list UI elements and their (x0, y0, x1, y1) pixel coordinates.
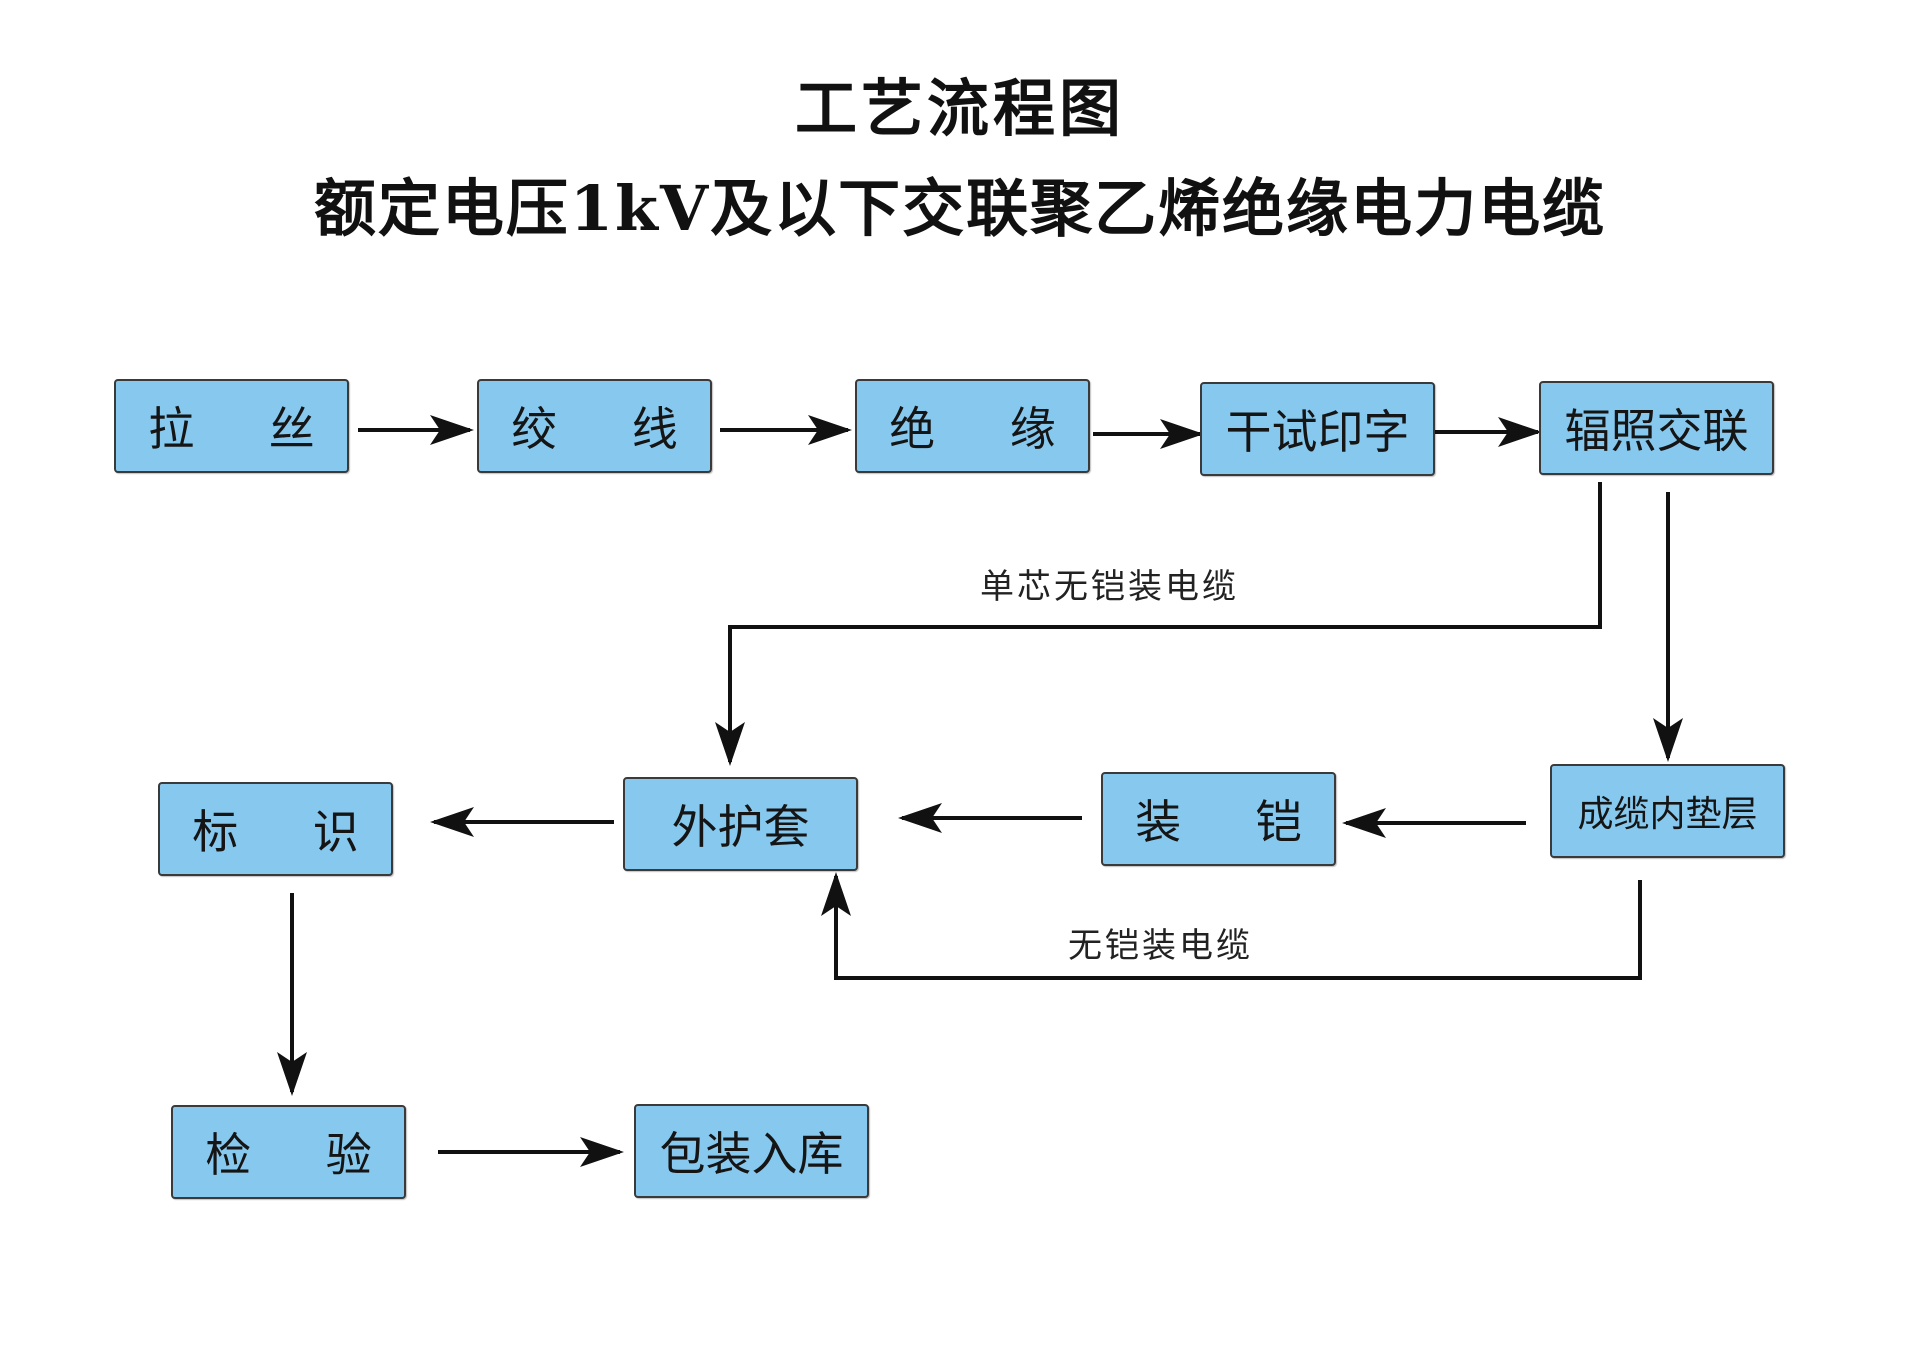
node-biaoshi: 标 识 (158, 782, 393, 876)
node-waihutao: 外护套 (623, 777, 858, 871)
edge-label-no-armor: 无铠装电缆 (1068, 926, 1253, 966)
arrow-fuzhao-to-waihutao-single-core (715, 482, 1602, 766)
node-baozhuang-ruku: 包装入库 (634, 1104, 869, 1198)
diagram-title: 工艺流程图 (794, 72, 1125, 145)
node-zhuangkai: 装 铠 (1101, 772, 1336, 866)
node-jueyuan: 绝 缘 (855, 379, 1090, 473)
arrow-chenglan-to-waihutao-no-armor (821, 872, 1642, 980)
diagram-subtitle: 额定电压1kV及以下交联聚乙烯绝缘电力电缆 (313, 172, 1607, 245)
node-ganshi-yinzi: 干试印字 (1200, 382, 1435, 476)
node-jianyan: 检 验 (171, 1105, 406, 1199)
edge-label-single-core: 单芯无铠装电缆 (980, 567, 1239, 607)
node-jiaoxian: 绞 线 (477, 379, 712, 473)
node-chenglan-neidianceng: 成缆内垫层 (1550, 764, 1785, 858)
node-lasi: 拉 丝 (114, 379, 349, 473)
node-fuzhao-jiaolian: 辐照交联 (1539, 381, 1774, 475)
